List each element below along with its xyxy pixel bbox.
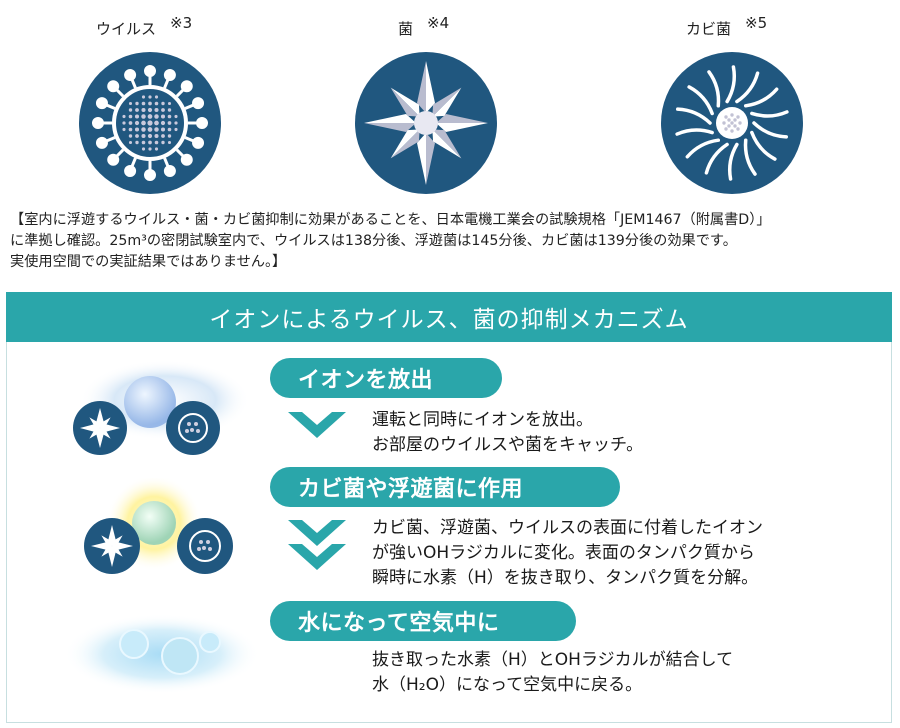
step1-title: イオンを放出 (298, 368, 434, 393)
virus-note-ref: ※3 (170, 14, 193, 32)
step1-line1: 運転と同時にイオンを放出。 (372, 410, 593, 430)
step3-description: 抜き取った水素（H）とOHラジカルが結合して 水（H₂O）になって空気中に戻る。 (372, 648, 733, 698)
step1-line2: お部屋のウイルスや菌をキャッチ。 (372, 435, 644, 455)
step1-illustration (70, 360, 250, 460)
step2-illustration (72, 475, 252, 588)
mold-label-text: カビ菌 (686, 20, 732, 38)
bacteria-note-ref: ※4 (427, 14, 450, 32)
step1-title-pill: イオンを放出 (270, 358, 502, 398)
mold-note-ref: ※5 (745, 14, 768, 32)
chevron-down-icon (288, 412, 346, 438)
step2-title-pill: カビ菌や浮遊菌に作用 (270, 467, 620, 507)
step3-title-pill: 水になって空気中に (270, 601, 576, 641)
bacteria-icon (355, 52, 497, 194)
double-chevron-down-icon (288, 520, 346, 570)
test-note: 【室内に浮遊するウイルス・菌・カビ菌抑制に効果があることを、日本電機工業会の試験… (10, 210, 890, 273)
virus-label-text: ウイルス (96, 20, 157, 38)
mold-icon (661, 52, 803, 194)
bacteria-label: 菌 ※4 (398, 14, 449, 39)
step3-title: 水になって空気中に (298, 611, 500, 636)
step2-description: カビ菌、浮遊菌、ウイルスの表面に付着したイオン が強いOHラジカルに変化。表面の… (372, 516, 763, 591)
test-note-line1: 【室内に浮遊するウイルス・菌・カビ菌抑制に効果があることを、日本電機工業会の試験… (10, 212, 771, 228)
virus-label: ウイルス ※3 (96, 14, 192, 39)
step2-line2: が強いOHラジカルに変化。表面のタンパク質から (372, 543, 755, 563)
mechanism-title: イオンによるウイルス、菌の抑制メカニズム (209, 307, 689, 333)
virus-icon (79, 52, 221, 194)
step2-line3: 瞬時に水素（H）を抜き取り、タンパク質を分解。 (372, 568, 759, 588)
test-note-line2: に準拠し確認。25m³の密閉試験室内で、ウイルスは138分後、浮遊菌は145分後… (10, 233, 737, 249)
step3-line1: 抜き取った水素（H）とOHラジカルが結合して (372, 650, 734, 670)
bacteria-label-text: 菌 (398, 20, 414, 38)
step2-title: カビ菌や浮遊菌に作用 (298, 477, 524, 502)
step3-illustration (62, 604, 262, 694)
mold-label: カビ菌 ※5 (686, 14, 767, 39)
step3-line2: 水（H₂O）になって空気中に戻る。 (372, 675, 643, 695)
step1-description: 運転と同時にイオンを放出。 お部屋のウイルスや菌をキャッチ。 (372, 408, 643, 458)
step2-line1: カビ菌、浮遊菌、ウイルスの表面に付着したイオン (372, 518, 763, 538)
test-note-line3: 実使用空間での実証結果ではありません。】 (10, 254, 287, 270)
mechanism-frame (6, 342, 892, 723)
mechanism-banner: イオンによるウイルス、菌の抑制メカニズム (6, 292, 892, 342)
